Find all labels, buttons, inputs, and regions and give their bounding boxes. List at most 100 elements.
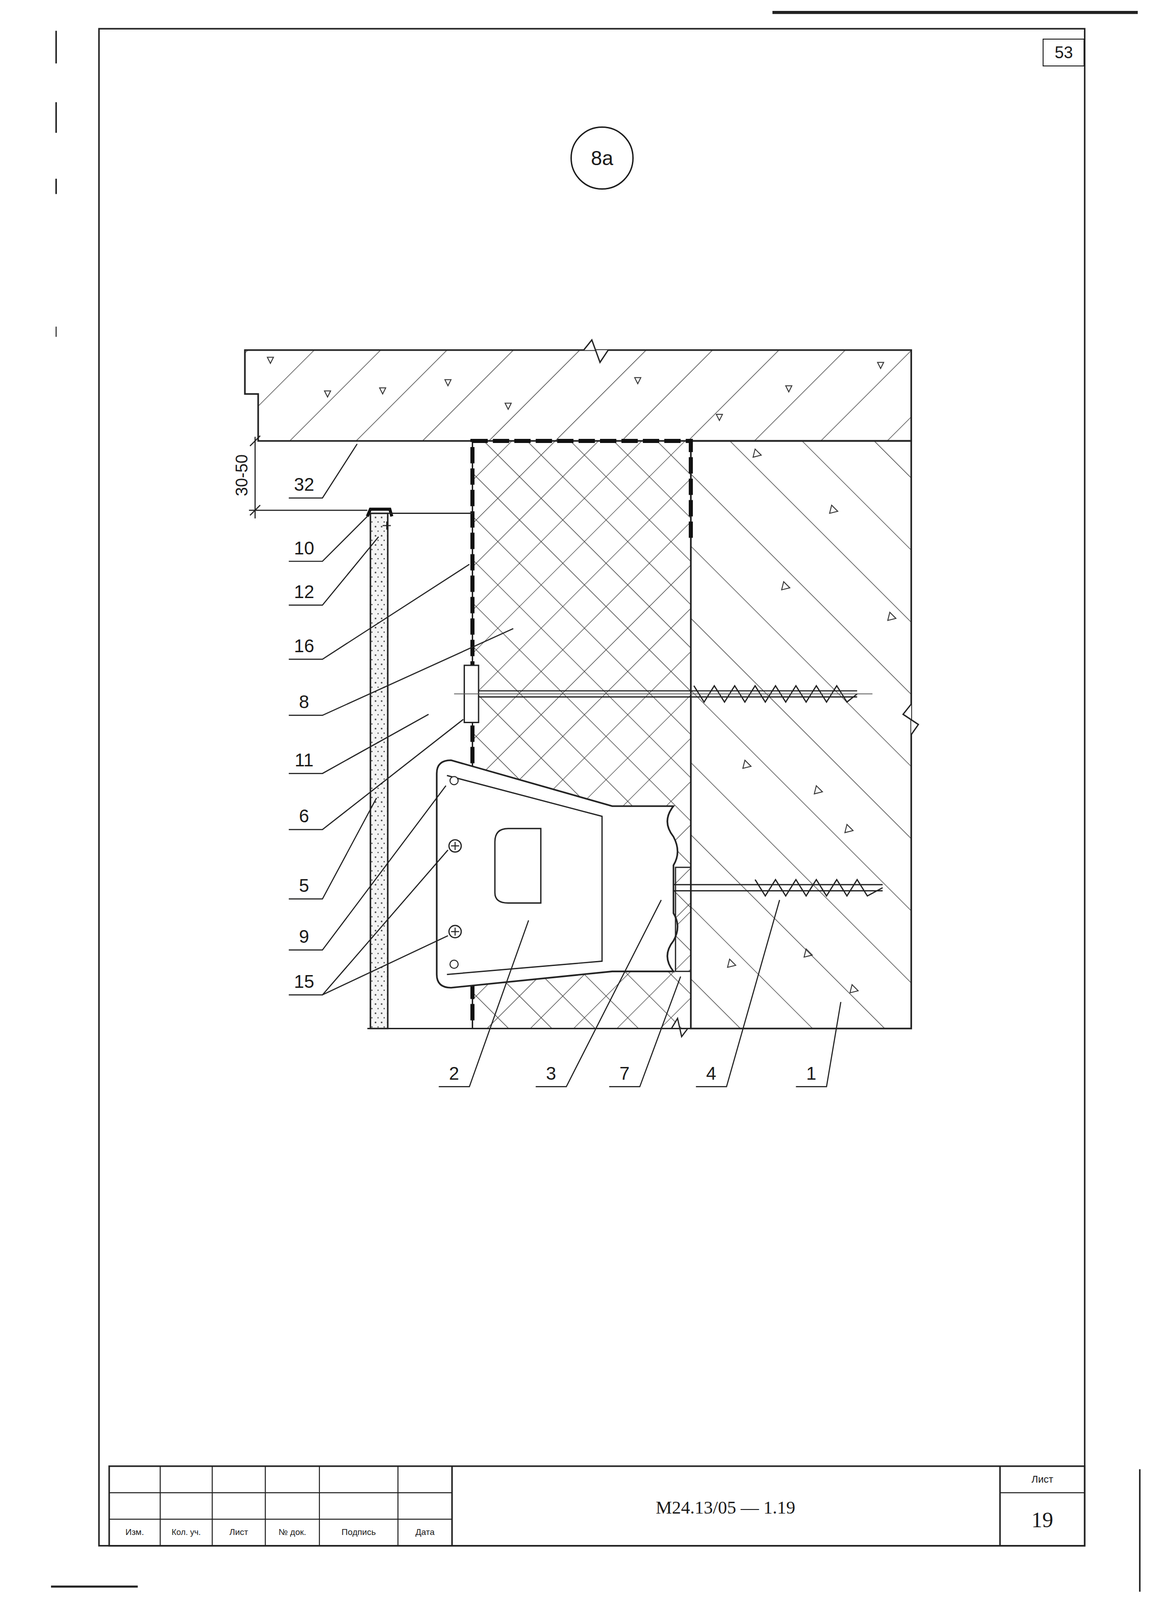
bracket [449,776,459,785]
title-block [999,1492,1085,1494]
bracket [446,775,602,975]
floor-slab [444,379,451,386]
bottom-line [367,1028,912,1030]
wall [814,786,823,795]
leader-line [288,850,449,996]
callout-number: 16 [292,636,316,656]
bottom-line [367,1028,912,1029]
callout-number: 5 [297,876,311,896]
callout-number: 8 [297,692,311,712]
bracket [449,960,459,969]
leader-line [288,798,377,900]
leader-line [535,900,662,1087]
table-header: № док. [277,1528,308,1538]
facade-panel [387,512,473,515]
title-block [264,1466,266,1547]
leader-line [288,719,464,830]
leader-line [288,443,358,499]
floor-slab [244,339,912,441]
bracket [448,839,462,853]
title-block [159,1466,161,1547]
bracket [436,760,678,989]
insulation [671,1018,688,1037]
callout-number: 7 [618,1064,631,1084]
floor-slab [634,377,641,384]
leader-line [288,714,429,774]
sheet-frame [55,326,57,337]
callout-number: 12 [292,582,316,602]
wall [850,984,859,994]
bracket [436,760,678,989]
floor-slab [267,357,884,421]
table-header: Подпись [340,1528,378,1538]
dimension [250,505,261,516]
floor-slab [379,388,386,394]
leader-line [288,628,514,716]
dimension [250,435,261,446]
sheet-frame [772,10,1138,15]
table-header: Лист [227,1528,250,1538]
wall [887,612,897,621]
floor-slab [324,391,331,398]
dimension [248,435,368,519]
sheet-frame [50,12,1140,1592]
wall [727,959,736,968]
callout-number: 3 [544,1064,558,1084]
floor-slab [785,385,792,392]
leader-line [796,1002,842,1087]
floor-slab [877,362,884,369]
view-number: 8а [590,148,614,169]
title-block [109,1466,1085,1547]
bracket [450,842,459,851]
anchor [673,890,883,892]
sheet-frame [50,1585,138,1588]
leader-line [438,920,529,1088]
title-block [211,1466,213,1547]
floor-slab [716,414,723,421]
bracket [448,925,462,939]
sheet-frame [55,102,57,133]
page-number-box: 53 [1042,38,1085,67]
leader-line [288,786,446,951]
sheet-frame [99,28,1085,1547]
leader-line [288,443,842,1087]
title-block [451,1466,453,1547]
title-block [397,1466,399,1547]
facade-panel [382,521,391,530]
dowel [453,665,873,723]
sheet-frame [55,30,57,64]
leader-line [322,935,449,995]
title-block [109,1466,1085,1547]
leader-line [288,516,368,562]
wall [691,440,912,1029]
gasket [675,867,692,972]
gasket [675,867,692,972]
wall [727,448,896,994]
table-header: Изм. [124,1528,146,1538]
floor-slab [267,357,274,364]
callout-number: 4 [704,1064,718,1084]
anchor [673,879,883,897]
callout-number: 11 [293,750,316,770]
bracket [450,927,459,936]
table-header: Кол. уч. [170,1528,202,1538]
table-header: Дата [413,1528,436,1538]
wall [902,704,919,735]
callout-number: 6 [297,806,311,826]
dowel [478,696,858,698]
callout-number: 15 [292,972,316,992]
callout-number: 9 [297,927,311,947]
document-code: М24.13/05 — 1.19 [654,1498,797,1518]
floor-slab [583,339,609,363]
dowel [478,690,858,692]
sheet-frame [1139,1469,1141,1592]
callout-number: 32 [292,474,316,495]
callout-number: 2 [447,1064,461,1084]
leader-line [696,900,780,1087]
callout-number: 1 [804,1064,818,1084]
wall [804,948,813,958]
wall [781,581,790,591]
floor-slab [244,350,912,442]
wall [829,505,838,514]
